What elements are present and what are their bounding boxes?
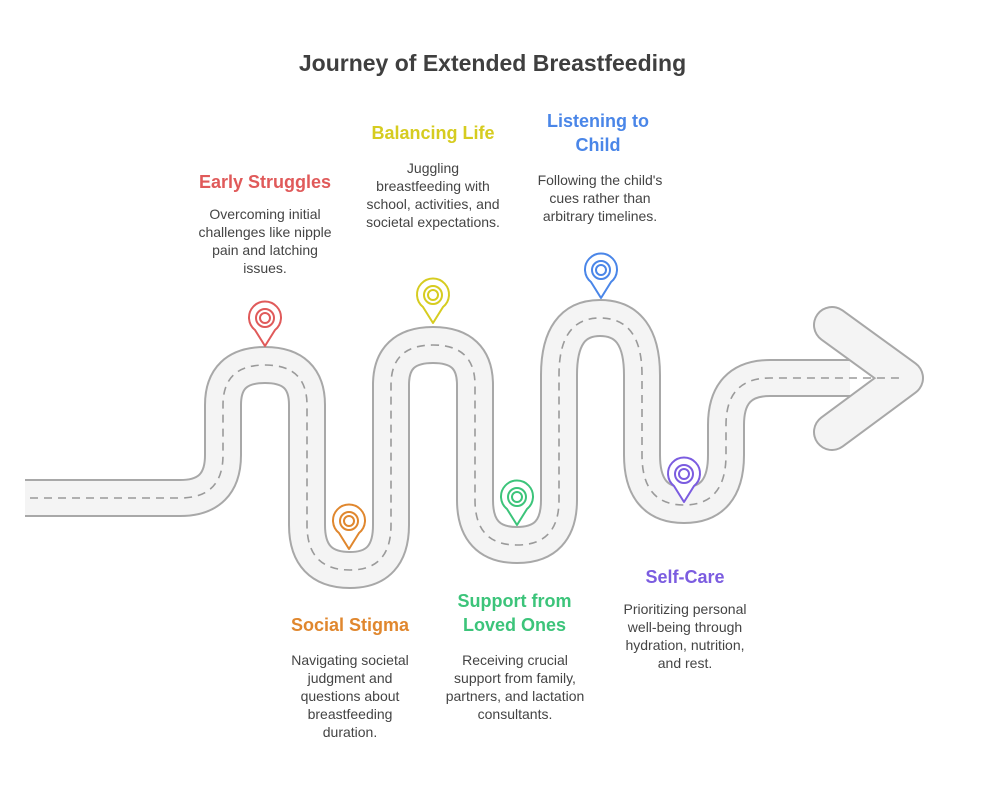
- road-center-line: [30, 317, 900, 571]
- road-surface: [25, 301, 850, 587]
- location-pin-icon-listening-to-child: [584, 252, 618, 299]
- stage-desc-self-care: Prioritizing personal well-being through…: [623, 601, 747, 671]
- stage-desc-early-struggles: Overcoming initial challenges like nippl…: [198, 206, 332, 276]
- stage-title-early-struggles: Early Struggles: [198, 172, 332, 192]
- stage-title-self-care: Self-Care: [645, 567, 725, 587]
- stage-title-listening-to-child: Listening to Child: [547, 111, 649, 155]
- location-pin-icon-early-struggles: [248, 300, 282, 347]
- location-pin-icon-balancing-life: [416, 277, 450, 324]
- diagram-title: Journey of Extended Breastfeeding: [298, 50, 687, 76]
- location-pin-icon-social-stigma: [332, 503, 366, 550]
- location-pin-icon-support-loved-ones: [500, 479, 534, 526]
- stage-title-social-stigma: Social Stigma: [290, 615, 410, 635]
- arrow-head: [815, 308, 922, 449]
- stage-title-balancing-life: Balancing Life: [371, 123, 495, 143]
- stage-title-support-loved-ones: Support from Loved Ones: [457, 591, 572, 635]
- stage-desc-balancing-life: Juggling breastfeeding with school, acti…: [366, 160, 500, 230]
- stage-desc-listening-to-child: Following the child's cues rather than a…: [537, 172, 663, 224]
- location-pin-icon-self-care: [667, 456, 701, 503]
- stage-desc-support-loved-ones: Receiving crucial support from family, p…: [445, 652, 585, 722]
- stage-desc-social-stigma: Navigating societal judgment and questio…: [291, 652, 409, 740]
